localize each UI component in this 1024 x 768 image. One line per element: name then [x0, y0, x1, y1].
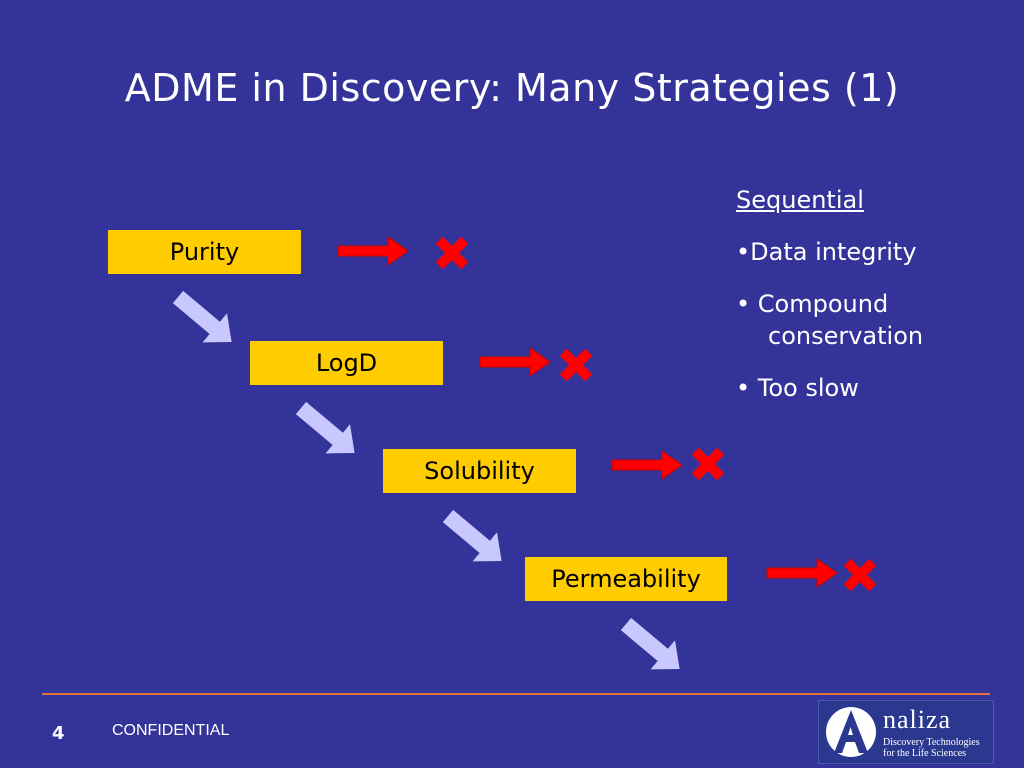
- reject-arrow-icon: [337, 236, 409, 266]
- reject-arrow-icon: [611, 450, 683, 480]
- slide-title: ADME in Discovery: Many Strategies (1): [124, 66, 900, 110]
- flow-arrow-icon: [165, 282, 244, 357]
- x-mark-icon: [559, 348, 593, 382]
- step-box-solubility: Solubility: [383, 449, 576, 493]
- step-box-purity: Purity: [108, 230, 301, 274]
- footer-divider: [42, 693, 990, 695]
- flow-arrow-icon: [288, 393, 367, 468]
- reject-arrow-icon: [766, 558, 838, 588]
- logo-tagline-line1: Discovery Technologies: [883, 737, 980, 748]
- logo-wordmark: naliza: [883, 705, 952, 734]
- page-number: 4: [52, 723, 65, 744]
- step-box-logd: LogD: [250, 341, 443, 385]
- reject-arrow-icon: [479, 347, 551, 377]
- notes-item-compound-line2: conservation: [768, 322, 924, 350]
- analiza-logo: A naliza Discovery Technologies for the …: [818, 700, 994, 764]
- logo-letter: A: [851, 739, 852, 742]
- notes-item-compound-conservation: • Compound conservation: [736, 288, 923, 352]
- x-mark-icon: [843, 558, 877, 592]
- confidential-label: CONFIDENTIAL: [112, 722, 230, 739]
- flow-arrow-icon: [613, 609, 692, 684]
- notes-item-data-integrity: •Data integrity: [736, 238, 917, 266]
- notes-heading: Sequential: [736, 186, 864, 214]
- notes-item-too-slow: • Too slow: [736, 374, 859, 402]
- notes-item-compound-line1: • Compound: [736, 290, 889, 318]
- logo-tagline-line2: for the Life Sciences: [883, 748, 967, 759]
- step-box-permeability: Permeability: [525, 557, 727, 601]
- x-mark-icon: [691, 447, 725, 481]
- logo-a-icon: A: [826, 707, 876, 757]
- logo-tagline: Discovery Technologies for the Life Scie…: [883, 737, 980, 759]
- x-mark-icon: [435, 236, 469, 270]
- flow-arrow-icon: [435, 501, 514, 576]
- notes-panel: Sequential •Data integrity • Compound co…: [736, 184, 923, 424]
